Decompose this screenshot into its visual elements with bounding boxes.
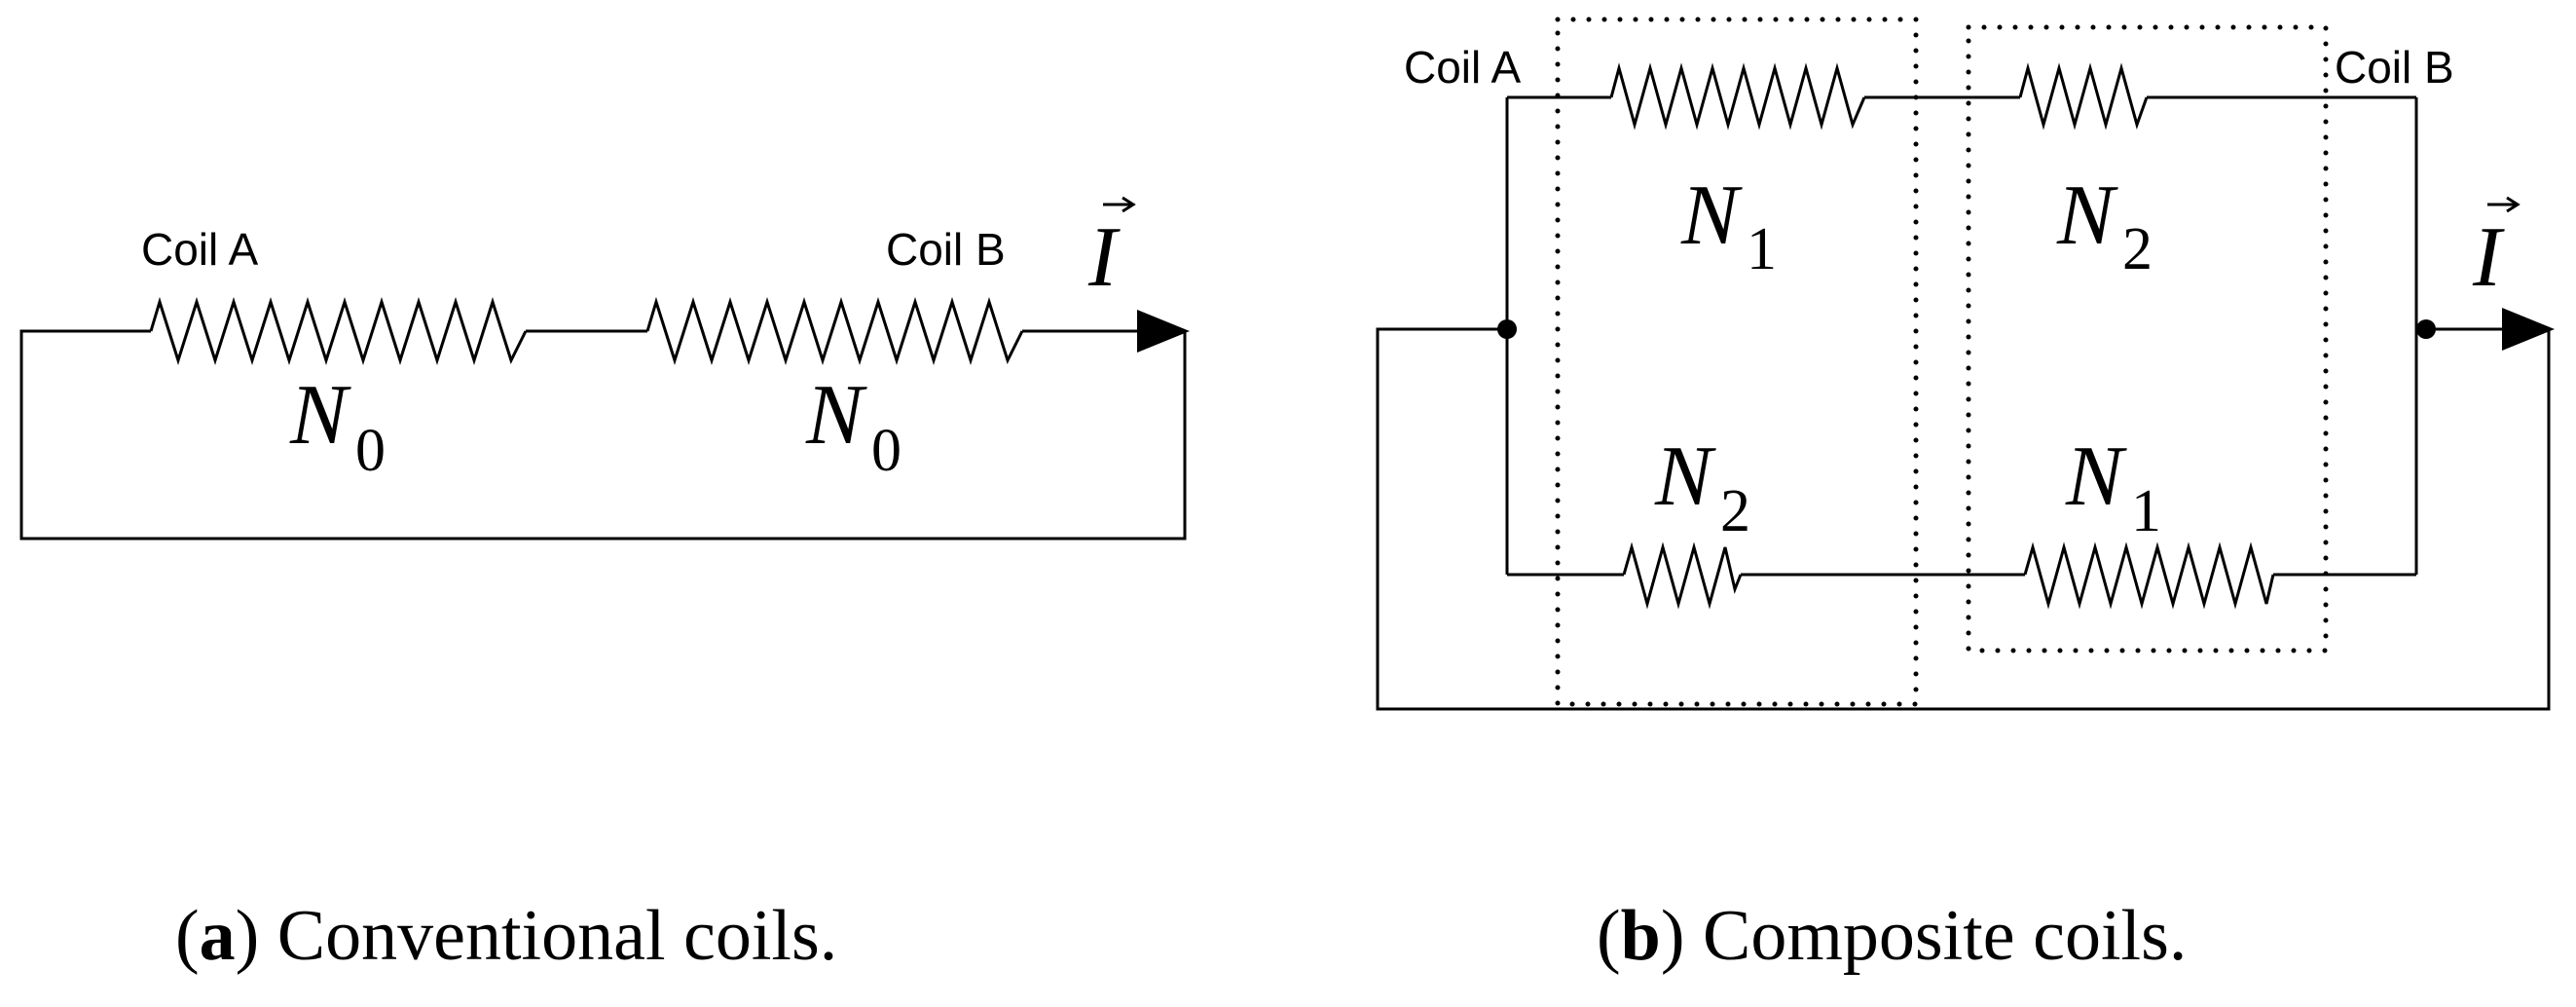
panel-b-bottom-right-subscript: 1 (2131, 478, 2161, 544)
panel-b-bottom-coil-n2 (1622, 541, 1743, 610)
panel-b-coil-b-group-box (1966, 24, 2329, 653)
panel-a-conventional: Coil A Coil B I N 0 N 0 (a) Conventional… (19, 196, 1190, 976)
panel-b-bottom-coil-n1 (2023, 541, 2275, 610)
panel-a-loop-wire (19, 329, 1187, 541)
panel-a-coil-b-label: Coil B (886, 224, 1006, 275)
panel-b-top-left-symbol: N (1680, 168, 1743, 263)
panel-a-coil-b (645, 296, 1024, 365)
panel-b-caption-letter: b (1621, 896, 1661, 976)
panel-b-caption-text: ) Composite coils. (1661, 896, 2188, 976)
panel-b-top-left-turns: N 1 (1680, 168, 1777, 282)
panel-b-coil-a-label: Coil A (1404, 42, 1521, 93)
panel-b-caption: (b) Composite coils. (1597, 896, 2187, 976)
panel-b-top-right-symbol: N (2056, 168, 2118, 263)
panel-a-caption-text: ) Conventional coils. (236, 896, 838, 976)
panel-a-coil-a-label: Coil A (141, 224, 258, 275)
panel-b-bottom-right-symbol: N (2065, 429, 2127, 524)
panel-a-turns-right-symbol: N (805, 368, 867, 463)
panel-b-bottom-left-symbol: N (1654, 429, 1716, 524)
panel-b-current-symbol: I (2472, 210, 2505, 305)
panel-b-junction-right (2416, 319, 2436, 339)
panel-b-top-left-subscript: 1 (1747, 216, 1777, 282)
panel-b-current-label: I (2472, 196, 2521, 305)
panel-b-current-vector-arrow (2487, 196, 2521, 213)
panel-b-bottom-right-turns: N 1 (2065, 429, 2161, 544)
panel-a-turns-left-symbol: N (289, 368, 351, 463)
panel-a-current-symbol: I (1087, 210, 1121, 305)
panel-a-turns-right: N 0 (805, 368, 902, 484)
panel-a-caption-letter: a (200, 896, 236, 976)
panel-b-bottom-left-turns: N 2 (1654, 429, 1750, 544)
panel-b-junction-left (1497, 319, 1517, 339)
panel-a-caption-open: ( (175, 896, 200, 976)
panel-a-current-vector-arrow (1103, 196, 1136, 213)
panel-b-top-right-subscript: 2 (2122, 216, 2153, 282)
panel-a-turns-left: N 0 (289, 368, 386, 484)
panel-b-top-right-turns: N 2 (2056, 168, 2153, 282)
panel-b-top-coil-n2 (2018, 62, 2149, 131)
panel-b-return-wire (1376, 327, 2551, 711)
panel-a-coil-a (149, 296, 528, 365)
panel-b-coil-b-label: Coil B (2335, 42, 2454, 93)
panel-b-coil-a-group-box (1555, 17, 1919, 707)
panel-a-caption: (a) Conventional coils. (175, 896, 837, 976)
panel-a-turns-left-subscript: 0 (355, 418, 386, 484)
panel-b-composite: Coil A Coil B I N 1 N 2 N 2 N 1 (b) Comp… (1376, 17, 2555, 976)
panel-a-current-label: I (1087, 196, 1136, 305)
panel-b-bottom-left-subscript: 2 (1720, 478, 1750, 544)
panel-a-turns-right-subscript: 0 (871, 418, 902, 484)
panel-b-current-arrowhead (2502, 308, 2555, 351)
panel-b-top-coil-n1 (1609, 62, 1866, 131)
panel-b-caption-open: ( (1597, 896, 1621, 976)
panel-a-current-arrowhead (1137, 310, 1190, 353)
